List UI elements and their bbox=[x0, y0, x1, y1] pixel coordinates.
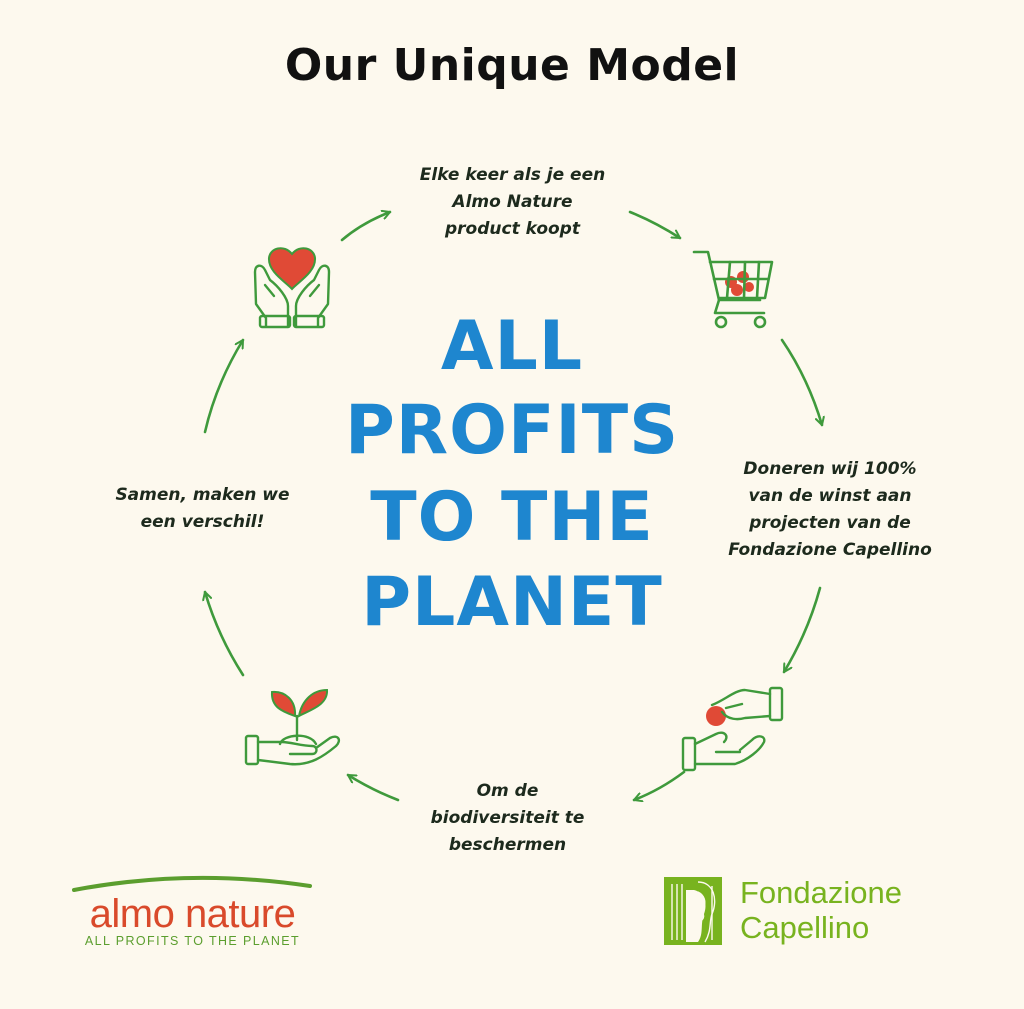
fondazione-logo-line2: Capellino bbox=[740, 910, 870, 945]
step-biodiversity-text: Om de biodiversiteit te beschermen bbox=[395, 778, 620, 859]
arrow-to-cart bbox=[628, 210, 682, 240]
step-biodiversity-line: biodiversiteit te bbox=[430, 808, 585, 828]
arrow-to-step-donate bbox=[780, 338, 822, 427]
step-purchase-line: product koopt bbox=[445, 219, 580, 239]
arrow-to-giving-hands bbox=[782, 586, 822, 674]
almo-nature-tagline: ALL PROFITS TO THE PLANET bbox=[84, 934, 301, 948]
arrow-to-step-together bbox=[205, 590, 245, 677]
center-line-1: ALL bbox=[440, 307, 584, 386]
cycle-arrows bbox=[205, 212, 822, 800]
step-donate-line: Doneren wij 100% bbox=[743, 459, 917, 479]
hand-sprout-icon bbox=[244, 688, 341, 766]
step-together-line: een verschil! bbox=[140, 512, 265, 532]
arrow-to-step-biodiversity bbox=[632, 770, 686, 800]
hands-giving-coin-icon bbox=[681, 686, 784, 772]
step-purchase-text: Elke keer als je een Almo Nature product… bbox=[380, 162, 645, 243]
step-purchase-line: Elke keer als je een bbox=[419, 165, 606, 185]
arrow-to-heart-hands bbox=[203, 338, 245, 434]
step-donate-line: Fondazione Capellino bbox=[728, 540, 932, 560]
fondazione-logo-line1: Fondazione bbox=[740, 875, 903, 910]
hands-heart-icon bbox=[253, 247, 331, 329]
center-line-3: TO THE bbox=[370, 478, 654, 557]
almo-nature-swoosh-icon bbox=[72, 875, 312, 892]
step-donate-line: projecten van de bbox=[749, 513, 911, 533]
page-title: Our Unique Model bbox=[284, 40, 740, 91]
step-biodiversity-line: Om de bbox=[476, 781, 539, 801]
shopping-cart-icon bbox=[692, 250, 774, 329]
step-together-text: Samen, maken we een verschil! bbox=[90, 482, 315, 536]
step-purchase-line: Almo Nature bbox=[452, 192, 573, 212]
step-together-line: Samen, maken we bbox=[115, 485, 290, 505]
step-biodiversity-line: beschermen bbox=[448, 835, 567, 855]
arrow-to-step-purchase bbox=[340, 212, 392, 242]
fondazione-emblem-icon bbox=[664, 877, 722, 945]
step-donate-text: Doneren wij 100% van de winst aan projec… bbox=[700, 456, 960, 564]
almo-nature-logo-text: almo nature bbox=[89, 892, 296, 936]
arrow-to-sprout bbox=[346, 773, 400, 802]
step-donate-line: van de winst aan bbox=[748, 486, 912, 506]
center-line-4: PLANET bbox=[361, 563, 663, 642]
center-line-2: PROFITS bbox=[344, 391, 680, 470]
